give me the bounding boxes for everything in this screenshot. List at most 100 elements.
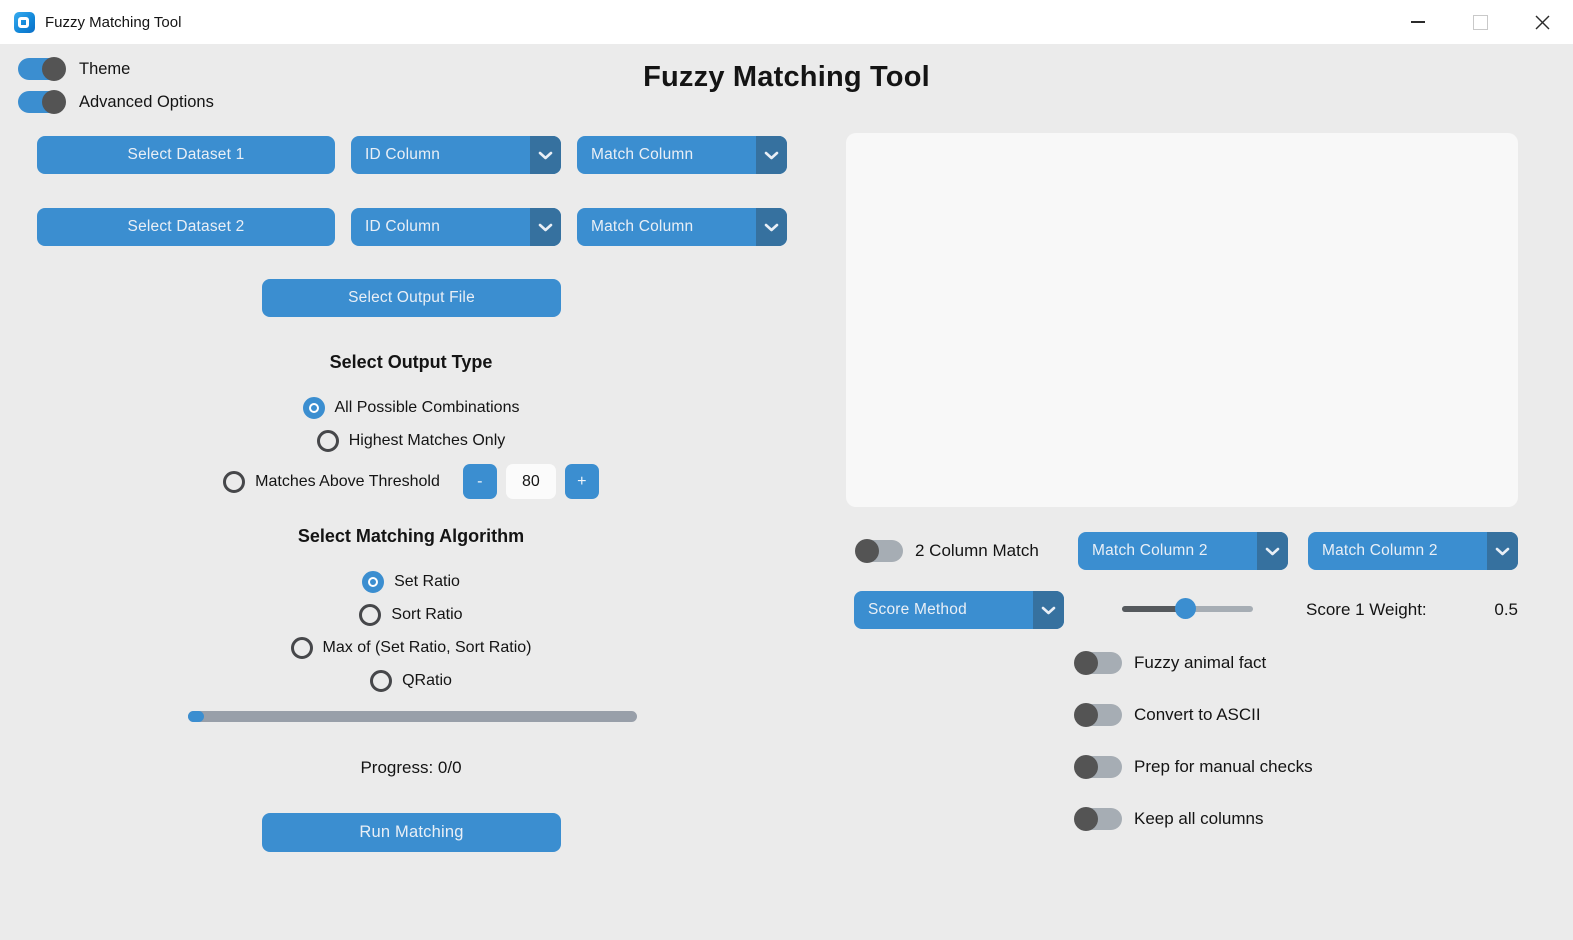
results-textbox[interactable] <box>846 133 1518 507</box>
chevron-down-icon <box>756 136 787 174</box>
convert-to-ascii-toggle-knob <box>1074 703 1098 727</box>
two-column-match-toggle-knob <box>855 539 879 563</box>
radio-matches-above-threshold[interactable] <box>223 470 246 493</box>
progress-bar-fill <box>188 711 204 722</box>
radio-row-all-possible-combinations: All Possible Combinations <box>0 397 822 419</box>
progress-bar <box>188 711 637 722</box>
close-button[interactable] <box>1511 0 1573 44</box>
select-dataset-2-button[interactable]: Select Dataset 2 <box>37 208 335 246</box>
radio-sort-ratio[interactable] <box>359 604 382 626</box>
convert-to-ascii-toggle[interactable] <box>1074 703 1122 727</box>
output-type-heading: Select Output Type <box>329 352 493 372</box>
score-weight-slider-knob[interactable] <box>1174 598 1196 619</box>
dataset-2-id-column-dropdown[interactable]: ID Column <box>351 208 561 246</box>
fuzzy-animal-fact-toggle-knob <box>1074 651 1098 675</box>
minimize-icon <box>1411 21 1425 23</box>
two-column-match-toggle[interactable] <box>855 539 903 563</box>
convert-to-ascii-row: Convert to ASCII <box>1074 703 1261 727</box>
prep-for-manual-checks-label: Prep for manual checks <box>1134 757 1313 776</box>
select-output-file-button[interactable]: Select Output File <box>262 279 561 317</box>
match-column-2-second-value: Match Column 2 <box>1322 542 1438 559</box>
radio-row-qratio: QRatio <box>0 670 822 692</box>
radio-label: QRatio <box>402 672 452 689</box>
keep-all-columns-row: Keep all columns <box>1074 807 1264 831</box>
match-column-2-dropdown-second[interactable]: Match Column 2 <box>1308 532 1518 570</box>
score-weight-value: 0.5 <box>1494 600 1518 619</box>
fuzzy-animal-fact-toggle[interactable] <box>1074 651 1122 675</box>
radio-row-highest-matches-only: Highest Matches Only <box>0 430 822 452</box>
dataset-2-match-column-value: Match Column <box>591 218 694 235</box>
fuzzy-animal-fact-row: Fuzzy animal fact <box>1074 651 1267 675</box>
radio-label: All Possible Combinations <box>334 399 520 416</box>
radio-label: Matches Above Threshold <box>255 472 440 490</box>
radio-row-max-of-set-sort-ratio: Max of (Set Ratio, Sort Ratio) <box>0 637 822 659</box>
threshold-increment-button[interactable]: + <box>564 464 599 499</box>
threshold-decrement-button[interactable]: - <box>462 464 497 499</box>
page-title: Fuzzy Matching Tool <box>643 61 930 93</box>
theme-toggle-label: Theme <box>79 59 131 78</box>
radio-all-possible-combinations[interactable] <box>302 397 325 419</box>
chevron-down-icon <box>756 208 787 246</box>
match-column-2-dropdown-first[interactable]: Match Column 2 <box>1078 532 1288 570</box>
fuzzy-animal-fact-label: Fuzzy animal fact <box>1134 653 1267 672</box>
progress-label: Progress: 0/0 <box>360 758 462 777</box>
radio-row-set-ratio: Set Ratio <box>0 571 822 593</box>
radio-set-ratio[interactable] <box>362 571 385 593</box>
score-method-value: Score Method <box>868 601 967 618</box>
window-title: Fuzzy Matching Tool <box>45 13 182 31</box>
select-dataset-1-button[interactable]: Select Dataset 1 <box>37 136 335 174</box>
two-column-match-label: 2 Column Match <box>915 541 1039 560</box>
threshold-value: 80 <box>505 464 556 499</box>
app-logo-icon <box>14 11 35 33</box>
radio-max-of-set-sort-ratio[interactable] <box>290 637 313 659</box>
prep-for-manual-checks-row: Prep for manual checks <box>1074 755 1313 779</box>
keep-all-columns-toggle[interactable] <box>1074 807 1122 831</box>
close-icon <box>1535 15 1549 29</box>
chevron-down-icon <box>530 208 561 246</box>
maximize-icon <box>1472 14 1488 30</box>
radio-row-matches-above-threshold: Matches Above Threshold - 80 + <box>0 464 822 499</box>
algorithm-heading: Select Matching Algorithm <box>297 526 525 546</box>
radio-highest-matches-only[interactable] <box>316 430 339 452</box>
chevron-down-icon <box>530 136 561 174</box>
dataset-2-match-column-dropdown[interactable]: Match Column <box>577 208 787 246</box>
titlebar: Fuzzy Matching Tool <box>0 0 1573 44</box>
two-column-match-row: 2 Column Match <box>855 539 1039 563</box>
dataset-1-id-column-value: ID Column <box>365 146 441 163</box>
radio-label: Set Ratio <box>394 573 460 590</box>
dataset-1-match-column-dropdown[interactable]: Match Column <box>577 136 787 174</box>
prep-for-manual-checks-toggle-knob <box>1074 755 1098 779</box>
advanced-options-toggle-row: Advanced Options <box>18 90 214 114</box>
window-controls <box>1387 0 1573 44</box>
radio-qratio[interactable] <box>370 670 393 692</box>
score-weight-label: Score 1 Weight: <box>1306 600 1427 619</box>
advanced-options-toggle-label: Advanced Options <box>79 92 214 111</box>
run-matching-button[interactable]: Run Matching <box>262 813 561 852</box>
advanced-options-toggle[interactable] <box>18 90 66 114</box>
prep-for-manual-checks-toggle[interactable] <box>1074 755 1122 779</box>
score-weight-slider-fill <box>1122 606 1185 612</box>
convert-to-ascii-label: Convert to ASCII <box>1134 705 1261 724</box>
threshold-stepper: - 80 + <box>462 464 599 499</box>
theme-toggle[interactable] <box>18 57 66 81</box>
radio-label: Max of (Set Ratio, Sort Ratio) <box>322 639 532 656</box>
theme-toggle-knob <box>42 57 66 81</box>
score-weight-slider[interactable] <box>1122 598 1253 619</box>
score-method-dropdown[interactable]: Score Method <box>854 591 1064 629</box>
dataset-1-match-column-value: Match Column <box>591 146 694 163</box>
maximize-button[interactable] <box>1449 0 1511 44</box>
match-column-2-first-value: Match Column 2 <box>1092 542 1208 559</box>
minimize-button[interactable] <box>1387 0 1449 44</box>
keep-all-columns-toggle-knob <box>1074 807 1098 831</box>
dataset-2-id-column-value: ID Column <box>365 218 441 235</box>
radio-label: Highest Matches Only <box>348 432 506 449</box>
dataset-1-id-column-dropdown[interactable]: ID Column <box>351 136 561 174</box>
radio-label: Sort Ratio <box>391 606 463 623</box>
chevron-down-icon <box>1257 532 1288 570</box>
theme-toggle-row: Theme <box>18 57 131 81</box>
radio-row-sort-ratio: Sort Ratio <box>0 604 822 626</box>
advanced-options-toggle-knob <box>42 90 66 114</box>
chevron-down-icon <box>1033 591 1064 629</box>
keep-all-columns-label: Keep all columns <box>1134 809 1264 828</box>
chevron-down-icon <box>1487 532 1518 570</box>
